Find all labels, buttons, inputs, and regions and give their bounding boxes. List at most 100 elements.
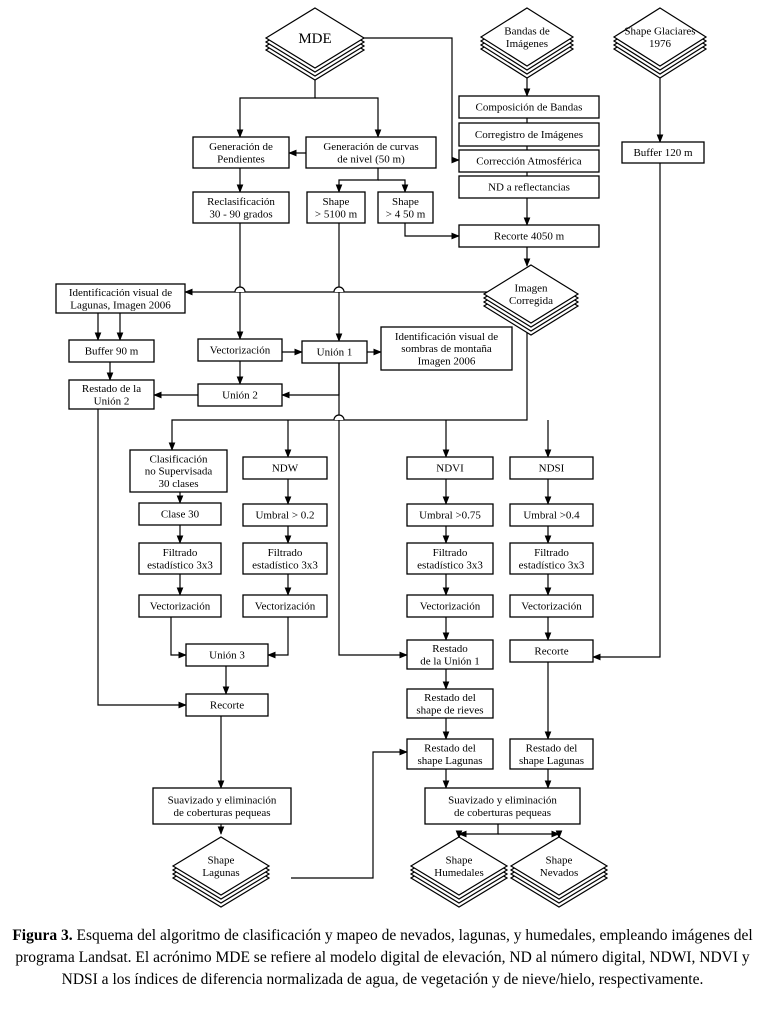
union3-box: Unión 3 xyxy=(185,643,269,667)
suav_r-label-line: de coberturas pequeas xyxy=(454,807,551,819)
reclasificacion-label-line: Reclasificación xyxy=(207,196,275,208)
out_nevados-label-line: Nevados xyxy=(540,867,579,879)
imagen_corregida-label-line: Imagen xyxy=(515,283,548,295)
corregistro-box: Corregistro de Imágenes xyxy=(458,122,600,147)
recorte-r-box: Recorte xyxy=(509,639,594,663)
suav_l-label-line: Suavizado y eliminación xyxy=(168,795,277,807)
buffer120-label-line: Buffer 120 m xyxy=(633,147,693,159)
filtrado_2-label-line: estadístico 3x3 xyxy=(252,559,318,571)
clasif-label-line: Clasificación xyxy=(149,453,208,465)
clasif-label-line: no Supervisada xyxy=(145,466,213,478)
vect-4-box: Vectorización xyxy=(509,594,594,618)
ndvi-label-line: NDVI xyxy=(436,463,464,475)
ident_lagunas-label-line: Identificación visual de xyxy=(69,287,172,299)
recorte_l-label-line: Recorte xyxy=(210,700,244,712)
recorte_r-label-line: Recorte xyxy=(534,646,568,658)
nd-reflect-box: ND a reflectancias xyxy=(458,175,600,199)
composicion-label-line: Composición de Bandas xyxy=(476,102,583,114)
caption-text: Esquema del algoritmo de clasificación y… xyxy=(15,927,753,988)
gen_curvas-label-line: de nivel (50 m) xyxy=(337,153,405,165)
restado_union1-label-line: de la Unión 1 xyxy=(420,655,480,667)
clase30-label-line: Clase 30 xyxy=(161,509,200,521)
corregistro-label-line: Corregistro de Imágenes xyxy=(475,129,583,141)
mde-label-line: MDE xyxy=(298,31,331,47)
umbral_ndw-label-line: Umbral > 0.2 xyxy=(255,510,314,522)
restado_lagunas_1-label-line: Restado del xyxy=(424,743,476,755)
imagen_corregida-label-line: Corregida xyxy=(509,295,553,307)
restado_lagunas_2-label-line: Restado del xyxy=(526,743,578,755)
reclasificacion-label-line: 30 - 90 grados xyxy=(209,208,272,220)
filtrado_2-label-line: Filtrado xyxy=(268,547,303,559)
correccion-label-line: Corrección Atmosférica xyxy=(476,156,581,168)
composicion-box: Composición de Bandas xyxy=(458,95,600,119)
nd_reflect-label-line: ND a reflectancias xyxy=(488,182,570,194)
ndw-label-line: NDW xyxy=(272,463,299,475)
figure-caption: Figura 3. Esquema del algoritmo de clasi… xyxy=(2,925,763,991)
mde-diamond: MDE xyxy=(264,7,366,81)
bandas-label-line: Imágenes xyxy=(506,38,548,50)
ndsi-box: NDSI xyxy=(509,456,594,480)
shape_glaciares-label-line: 1976 xyxy=(649,38,672,50)
umbral-ndsi-box: Umbral >0.4 xyxy=(509,503,594,527)
restado_union2-label-line: Restado de la xyxy=(82,383,141,395)
shape450-box: Shape> 4 50 m xyxy=(377,191,434,224)
union1-box: Unión 1 xyxy=(301,340,368,364)
ndsi-label-line: NDSI xyxy=(539,463,565,475)
union1-label-line: Unión 1 xyxy=(317,347,353,359)
out_humedales-label-line: Shape xyxy=(446,855,473,867)
filtrado_1-label-line: Filtrado xyxy=(163,547,198,559)
vect-3-box: Vectorización xyxy=(406,594,494,618)
suav_r-label-line: Suavizado y eliminación xyxy=(448,795,557,807)
out_humedales-label-line: Humedales xyxy=(434,867,483,879)
suav_l-label-line: de coberturas pequeas xyxy=(173,807,270,819)
buffer90-label-line: Buffer 90 m xyxy=(85,346,139,358)
shape_glaciares-label-line: Shape Glaciares xyxy=(624,26,695,38)
union2-box: Unión 2 xyxy=(197,383,283,407)
out_nevados-label-line: Shape xyxy=(546,855,573,867)
filtrado_3-label-line: Filtrado xyxy=(433,547,468,559)
vect-2-box: Vectorización xyxy=(242,594,328,618)
shape5100-label-line: Shape xyxy=(323,196,350,208)
filtrado_1-label-line: estadístico 3x3 xyxy=(147,559,213,571)
vect_1-label-line: Vectorización xyxy=(150,601,211,613)
correccion-box: Corrección Atmosférica xyxy=(458,149,600,173)
recorte4050-label-line: Recorte 4050 m xyxy=(494,231,565,243)
vectorizacion-top-box: Vectorización xyxy=(197,338,283,362)
restado_union1-label-line: Restado xyxy=(432,643,468,655)
caption-label: Figura 3. xyxy=(12,927,73,944)
umbral-ndw-box: Umbral > 0.2 xyxy=(242,503,328,527)
restado_rieves-label-line: Restado del xyxy=(424,692,476,704)
restado_rieves-label-line: shape de rieves xyxy=(416,704,483,716)
gen_pendientes-label-line: Generación de xyxy=(209,141,273,153)
umbral_ndvi-label-line: Umbral >0.75 xyxy=(419,510,481,522)
umbral-ndvi-box: Umbral >0.75 xyxy=(406,503,494,527)
vect_4-label-line: Vectorización xyxy=(521,601,582,613)
restado_lagunas_1-label-line: shape Lagunas xyxy=(417,755,482,767)
clasif-label-line: 30 clases xyxy=(158,478,198,490)
union2-label-line: Unión 2 xyxy=(222,390,258,402)
filtrado_4-label-line: estadístico 3x3 xyxy=(519,559,585,571)
ident_sombras-label-line: sombras de montaña xyxy=(401,343,492,355)
bandas-label-line: Bandas de xyxy=(504,26,550,38)
gen_pendientes-label-line: Pendientes xyxy=(217,153,265,165)
ndw-box: NDW xyxy=(242,456,328,480)
buffer120-box: Buffer 120 m xyxy=(621,141,705,164)
vect_3-label-line: Vectorización xyxy=(420,601,481,613)
ident_sombras-label-line: Imagen 2006 xyxy=(418,356,476,368)
